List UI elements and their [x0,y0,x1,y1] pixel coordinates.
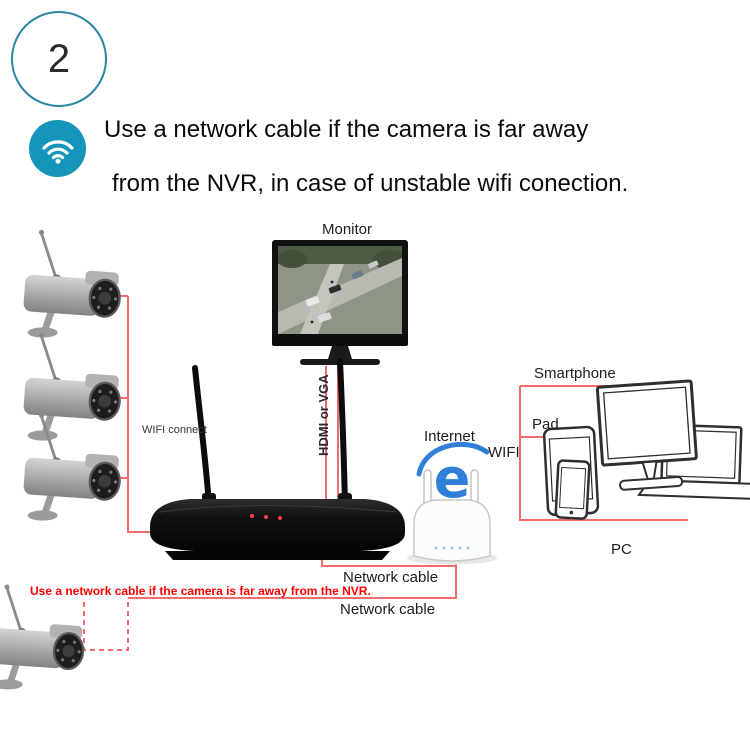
nvr-antenna-left [192,365,212,508]
instruction-line-1: Use a network cable if the camera is far… [104,116,589,143]
internet-label: Internet [424,428,475,445]
pc-label: PC [611,541,632,558]
smartphone-label: Smartphone [534,365,616,382]
svg-text:e: e [434,447,471,510]
client-devices [542,379,750,520]
pad-label: Pad [532,416,559,433]
camera-4 [0,584,85,689]
wifi-icon-glyph [41,139,74,164]
step-number-badge: 2 [11,11,107,107]
camera-3 [23,413,121,521]
camera4-dashed-line [83,598,129,651]
smartphone-graphic [554,459,591,520]
monitor-label: Monitor [322,221,373,238]
wifi-label: WIFI [488,444,520,461]
wifi-icon [29,120,86,177]
cameras-to-nvr-line [116,295,152,533]
wifi-connect-label: WIFI connect [142,424,207,436]
nvr-antenna-right [337,358,348,508]
internet-explorer-icon: e [416,441,490,510]
camera-2 [23,333,121,441]
step-number: 2 [47,36,71,81]
cctv-scene [278,246,402,334]
monitor-to-nvr-line [325,366,339,499]
nvr-graphic [150,358,405,560]
network-cable-label-bottom: Network cable [340,601,436,618]
camera4-to-router-line [128,566,457,599]
monitor-graphic [272,240,408,365]
instruction-line-2: from the NVR, in case of unstable wifi c… [112,170,629,197]
camera-1 [23,230,121,338]
network-cable-label-top: Network cable [343,569,439,586]
router-graphic: e [407,441,497,565]
desktop-monitor-graphic [595,379,698,491]
red-note-label: Use a network cable if the camera is far… [30,584,371,598]
hdmi-vga-label: HDMI or VGA [316,374,331,456]
